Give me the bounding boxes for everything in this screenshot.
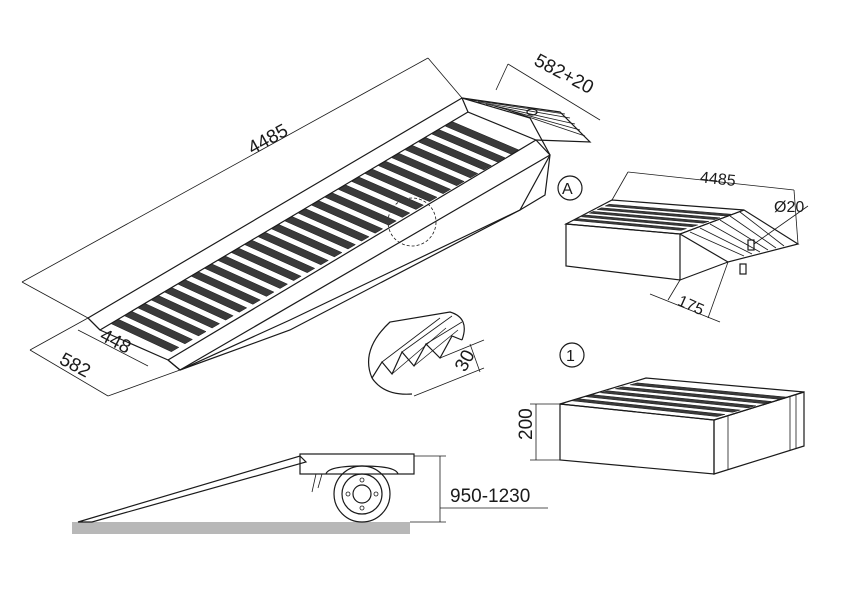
dim-profile-height: 30 (451, 347, 479, 376)
ramp-slat (391, 153, 465, 187)
dim-platform-height: 950-1230 (450, 486, 530, 507)
ramp-slat (150, 295, 221, 329)
ground (72, 522, 410, 534)
ramp-slat (190, 271, 261, 305)
detail-1-slat (629, 382, 787, 400)
ramp-slat (244, 240, 316, 273)
ramp-slat (230, 247, 302, 281)
detail-1-slat (600, 390, 756, 409)
detail-1-slat (570, 398, 725, 417)
dim-lip-width: 582+20 (531, 50, 597, 99)
dim-ramp-width-outer: 582 (56, 349, 94, 382)
ramp-slat (297, 208, 370, 242)
ramp-slat (324, 192, 397, 226)
trailer-side-view (72, 453, 548, 534)
detail-a-slat (588, 211, 709, 224)
ramp-slat (378, 161, 452, 194)
ramp-slat (137, 303, 207, 337)
ramp-slat (217, 255, 289, 289)
dim-ramp-length: 4485 (245, 120, 292, 159)
detail-1: 1 (530, 342, 805, 475)
dimension-lines-main (21, 57, 601, 397)
detail-a-marker: A (562, 181, 573, 198)
dim-overlap: 175 (675, 293, 706, 319)
ramp-slat (257, 232, 329, 266)
detail-a-slat (580, 214, 698, 228)
ramp-slat (337, 184, 411, 218)
ramp-slat (444, 121, 520, 155)
ramp-slat (431, 129, 506, 163)
ramp-slat (284, 216, 357, 250)
ramp-slat (311, 200, 384, 234)
ramp-slat (404, 145, 479, 179)
ramp-slat (271, 224, 343, 258)
ramp-slat (204, 263, 275, 297)
detail-a-slat (596, 207, 721, 220)
ramp-slat (110, 319, 180, 353)
ramp-slats (110, 121, 520, 353)
detail-a: A (557, 171, 809, 323)
detail-a-slat (572, 218, 687, 231)
detail-1-slat (585, 394, 741, 413)
ramp-slat (124, 311, 193, 345)
dim-detail-length: 4485 (699, 169, 736, 190)
detail-1-marker: 1 (566, 348, 575, 365)
ramp-slat (351, 176, 424, 210)
profile-detail (368, 311, 485, 397)
ramp-slat (364, 168, 438, 202)
dim-box-height: 200 (516, 408, 537, 440)
dim-pin-diameter: Ø20 (774, 199, 804, 216)
ramp-slat (418, 137, 492, 171)
ramp-slat (177, 279, 248, 313)
main-ramp (87, 97, 592, 371)
ramp-slat (164, 287, 234, 321)
detail-1-slat (615, 386, 772, 404)
